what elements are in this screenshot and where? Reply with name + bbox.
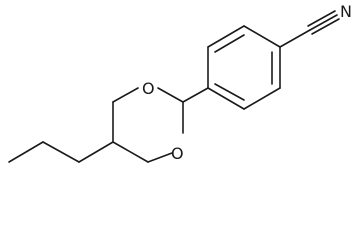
- bond-c2-aryl: [182, 87, 209, 103]
- atom-nitrogen: N: [340, 2, 352, 21]
- bond-triple-2: [307, 10, 336, 27]
- atom-oxygen-lower: O: [171, 144, 184, 163]
- atom-oxygen-upper: O: [142, 79, 155, 98]
- bond-aryl-nitrile-carbon: [279, 29, 311, 48]
- bond-ring-c6-c5: [112, 141, 149, 163]
- molecule-structure-diagram: O O N: [8, 2, 352, 163]
- bond-triple-1: [309, 14, 338, 31]
- bond-ring-o1-c6: [147, 152, 173, 163]
- bond-propyl-c3-ring: [78, 141, 114, 163]
- bond-propyl-c1-c2: [8, 141, 44, 163]
- bond-ring-c4-o3: [112, 87, 139, 103]
- bond-benzene-2-3: [207, 25, 245, 48]
- bond-propyl-c2-c3: [42, 141, 80, 163]
- bond-ring-o3-c2: [157, 87, 184, 103]
- bond-benzene-5-6: [243, 87, 281, 110]
- bond-benzene-3-4: [243, 25, 281, 48]
- molecule-drawing: O O N: [8, 2, 352, 163]
- bond-triple-3: [311, 18, 340, 35]
- bond-benzene-inner-a: [214, 34, 245, 53]
- bond-benzene-6-1: [207, 87, 245, 110]
- bond-benzene-inner-c: [214, 83, 245, 101]
